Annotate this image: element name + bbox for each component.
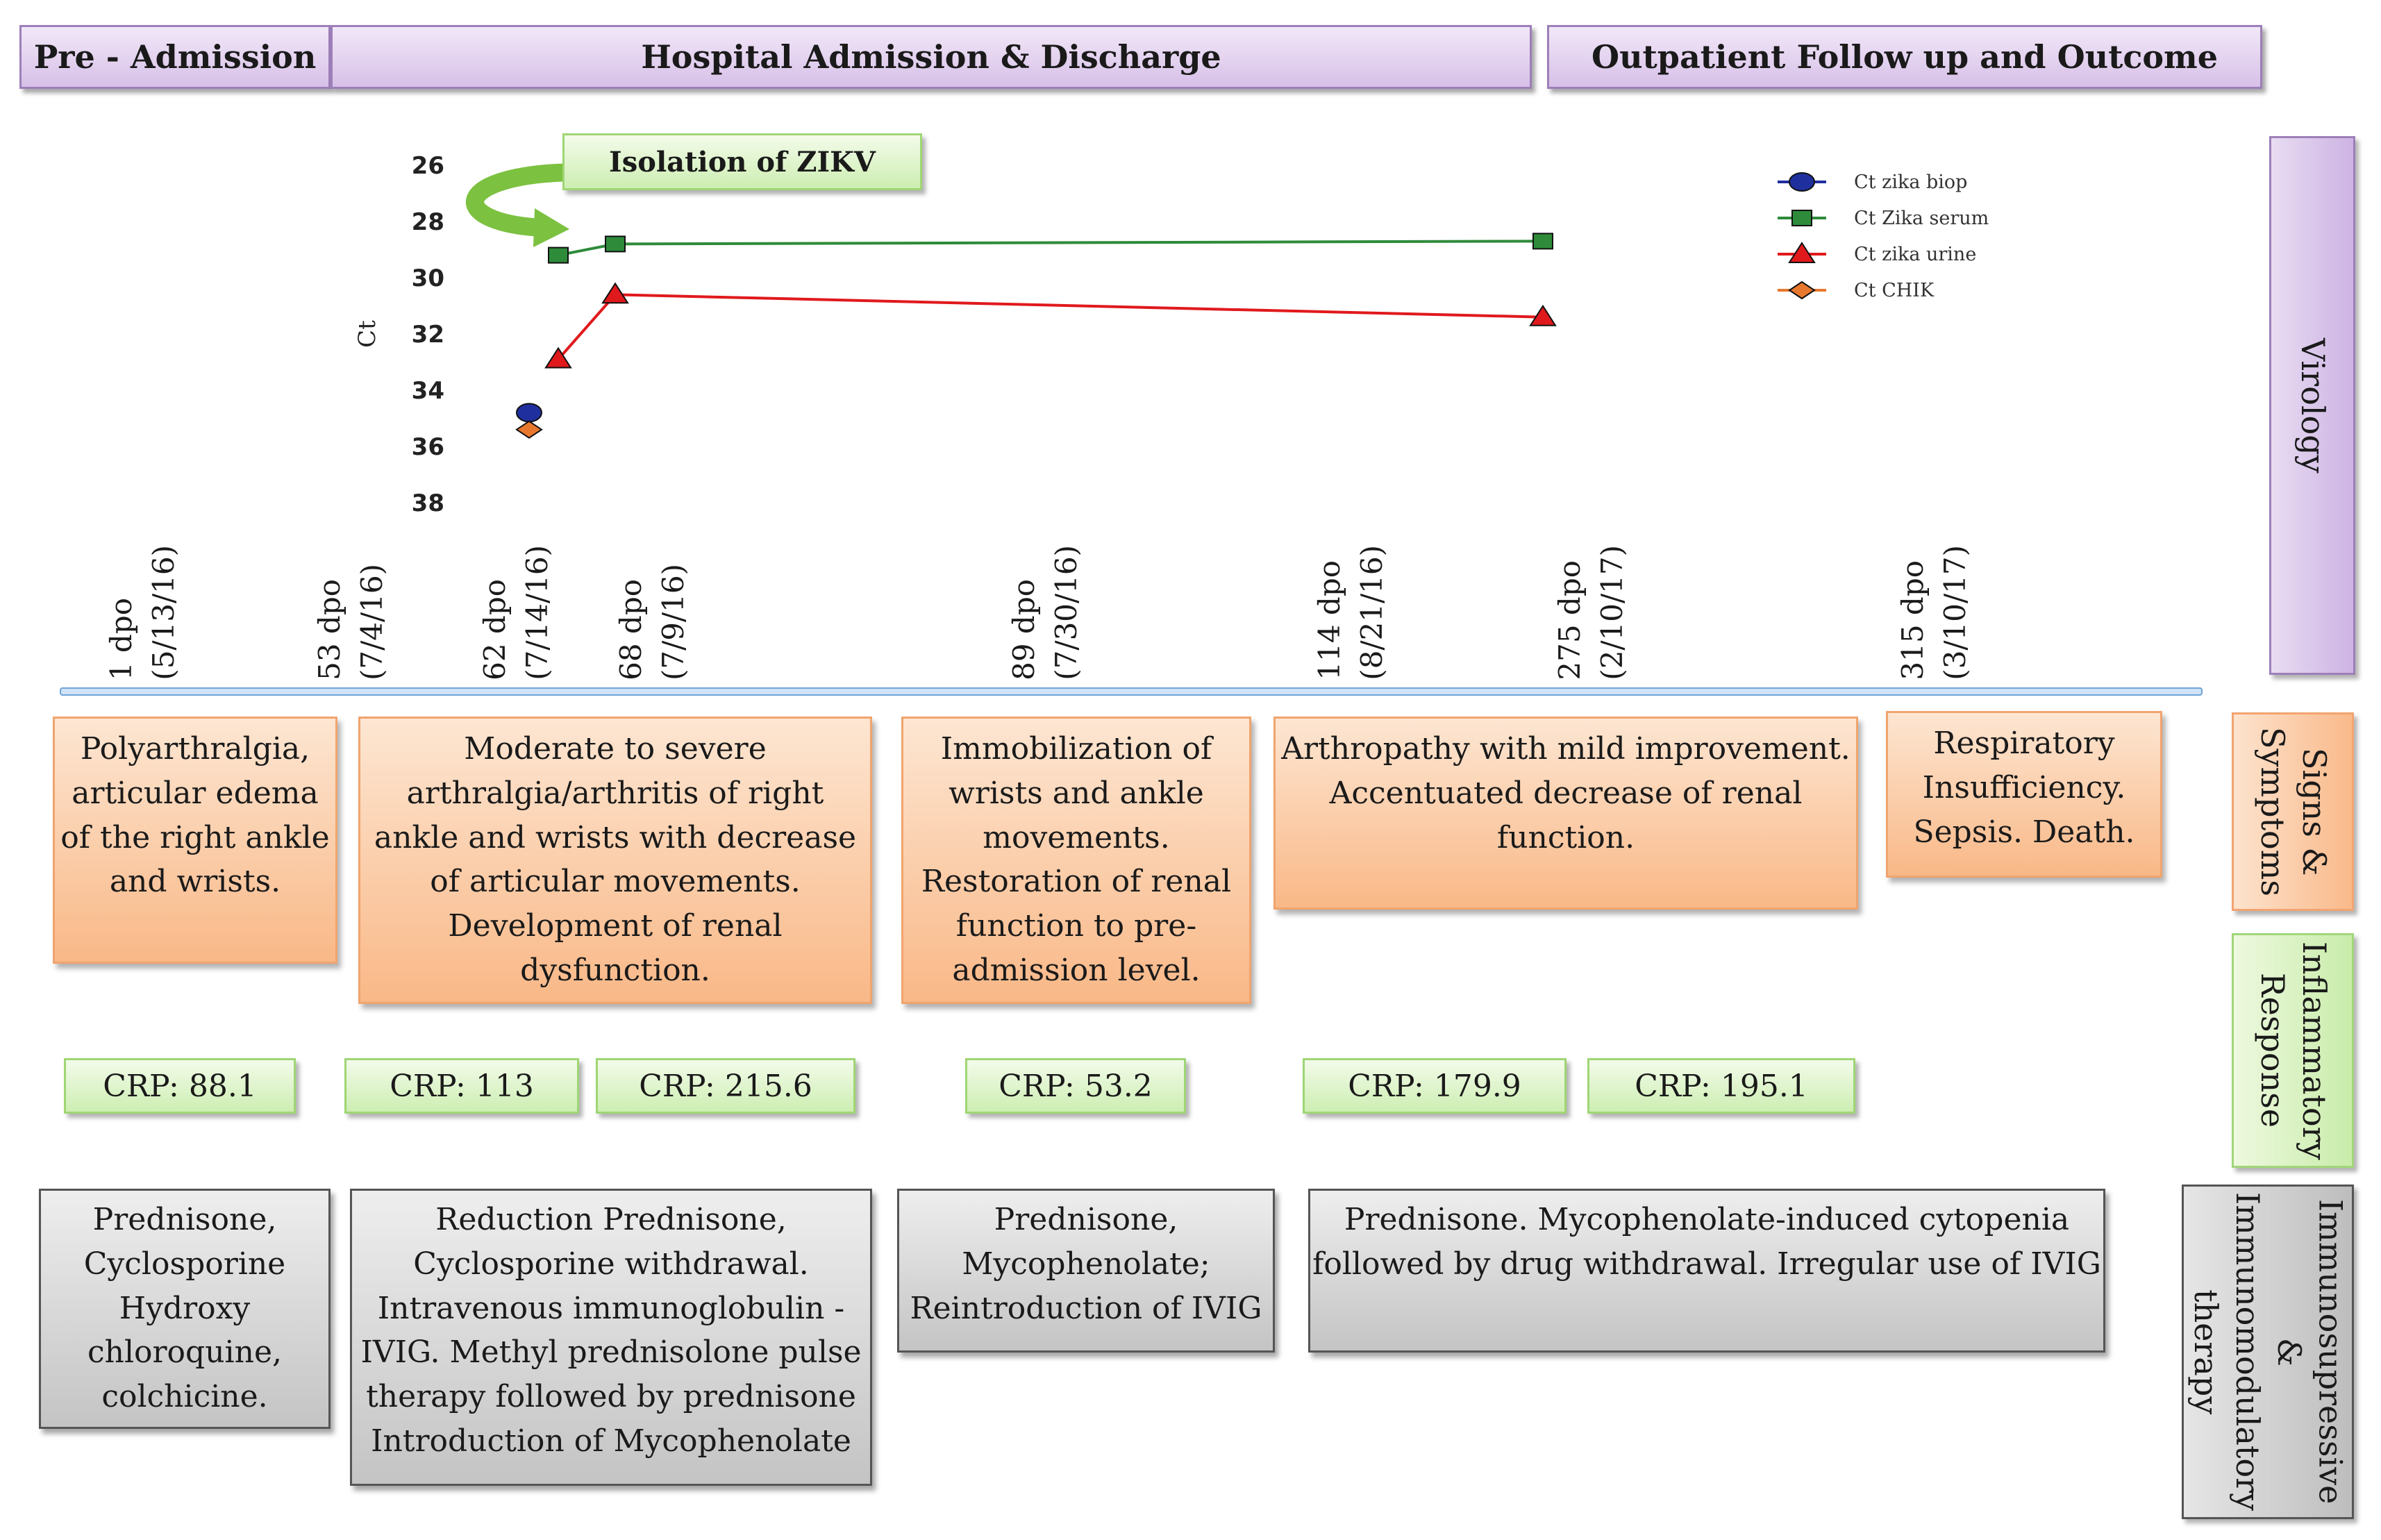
series-line-2	[558, 240, 1544, 257]
data-point	[544, 346, 572, 369]
crp-box-4: CRP: 53.2	[965, 1058, 1186, 1114]
y-tick-label: 32	[412, 321, 444, 349]
data-point	[548, 246, 569, 264]
symptom-box-4: Arthropathy with mild improvement. Accen…	[1273, 717, 1858, 910]
symptom-box-2: Moderate to severe arthralgia/arthritis …	[358, 717, 872, 1004]
y-axis-label: Ct	[353, 320, 381, 348]
isolation-zikv-box: Isolation of ZIKV	[562, 133, 922, 190]
therapy-box-2: Reduction Prednisone, Cyclosporine withd…	[350, 1189, 872, 1486]
phase-pre-admission: Pre - Admission	[19, 25, 331, 89]
y-tick-label: 28	[412, 208, 444, 236]
timeline-date: (7/14/16)	[520, 545, 554, 680]
crp-box-6: CRP: 195.1	[1587, 1058, 1855, 1114]
timeline-label-2: 53 dpo (7/4/16)	[312, 549, 389, 680]
timeline-dpo: 53 dpo	[312, 579, 346, 680]
symptom-box-1: Polyarthralgia, articular edema of the r…	[53, 717, 337, 964]
therapy-box-4: Prednisone. Mycophenolate-induced cytope…	[1308, 1189, 2105, 1353]
timeline-dpo: 275 dpo	[1553, 560, 1587, 680]
immunotherapy-label: Immunosupressive & Immunomodulatory ther…	[2187, 1192, 2350, 1512]
timeline-label-8: 315 dpo(3/10/17)	[1896, 545, 1972, 680]
y-tick-label: 36	[412, 433, 444, 461]
y-tick-label: 34	[412, 377, 444, 405]
y-tick-label: 38	[412, 489, 444, 517]
data-point	[605, 235, 626, 253]
legend-marker	[1788, 281, 1816, 300]
legend-marker	[1789, 172, 1815, 192]
crp-box-5: CRP: 179.9	[1303, 1058, 1567, 1114]
therapy-box-3: Prednisone, Mycophenolate; Reintroductio…	[897, 1189, 1275, 1353]
side-label-inflammatory: Inflammatory Response	[2232, 933, 2354, 1168]
phase-outpatient: Outpatient Follow up and Outcome	[1547, 25, 2262, 89]
crp-box-3: CRP: 215.6	[596, 1058, 855, 1114]
timeline-dpo: 89 dpo	[1007, 579, 1041, 680]
phase-hospital-admission: Hospital Admission & Discharge	[331, 25, 1532, 89]
timeline-dpo: 114 dpo	[1312, 560, 1346, 680]
timeline-dpo: 1 dpo	[104, 597, 138, 680]
legend-marker	[1788, 242, 1816, 263]
timeline-label-3: 62 dpo(7/14/16)	[478, 545, 554, 680]
data-point	[516, 403, 542, 423]
timeline-date: (7/30/16)	[1049, 545, 1083, 680]
therapy-box-1: Prednisone, Cyclosporine Hydroxy chloroq…	[39, 1189, 331, 1429]
timeline-label-7: 275 dpo(2/10/17)	[1553, 545, 1629, 680]
data-point	[601, 282, 629, 304]
timeline-dpo: 62 dpo	[478, 579, 512, 680]
isolation-arrow	[466, 163, 585, 237]
timeline-label-6: 114 dpo (8/21/16)	[1312, 545, 1389, 680]
data-point	[1532, 233, 1553, 250]
signs-symptoms-label: Signs & Symptoms	[2254, 727, 2333, 896]
legend-label: Ct CHIK	[1854, 280, 1935, 301]
legend-label: Ct zika urine	[1854, 244, 1976, 265]
virology-label: Virology	[2294, 337, 2332, 474]
timeline-date: (2/10/17)	[1595, 545, 1629, 680]
y-tick-label: 30	[412, 265, 444, 292]
isolation-arrow-head	[533, 208, 569, 247]
y-tick-label: 26	[412, 152, 444, 180]
timeline-label-1: 1 dpo (5/13/16)	[104, 545, 181, 680]
timeline-axis	[60, 687, 2203, 696]
side-label-virology: Virology	[2269, 136, 2355, 675]
inflammatory-label: Inflammatory Response	[2254, 941, 2333, 1160]
timeline-date: (8/21/16)	[1355, 545, 1389, 680]
timeline-dpo: 68 dpo	[614, 579, 648, 680]
timeline-date: (7/4/16)	[355, 564, 389, 680]
symptom-box-5: Respiratory Insufficiency. Sepsis. Death…	[1886, 711, 2162, 878]
side-label-signs-symptoms: Signs & Symptoms	[2232, 712, 2354, 911]
virology-chart: 26 28 30 32 34 36 38 Ct Ct zika biop Ct Zika seru…	[353, 152, 1989, 517]
legend-marker	[1791, 210, 1812, 226]
crp-box-1: CRP: 88.1	[64, 1058, 296, 1114]
timeline-dpo: 315 dpo	[1896, 560, 1930, 680]
symptom-box-3: Immobilization of wrists and ankle movem…	[901, 717, 1251, 1004]
series-line-3	[557, 293, 1544, 360]
legend-label: Ct zika biop	[1854, 171, 1967, 193]
crp-box-2: CRP: 113	[344, 1058, 579, 1114]
legend-label: Ct Zika serum	[1854, 208, 1989, 229]
data-point	[1529, 304, 1557, 326]
side-label-immunotherapy: Immunosupressive & Immunomodulatory ther…	[2182, 1185, 2354, 1519]
timeline-date: (3/10/17)	[1938, 545, 1972, 680]
timeline-label-4: 68 dpo(7/9/16)	[614, 549, 690, 680]
timeline-date: (5/13/16)	[147, 545, 181, 680]
data-point	[515, 420, 543, 439]
timeline-date: (7/9/16)	[656, 564, 690, 680]
timeline-label-5: 89 dpo(7/30/16)	[1007, 545, 1083, 680]
